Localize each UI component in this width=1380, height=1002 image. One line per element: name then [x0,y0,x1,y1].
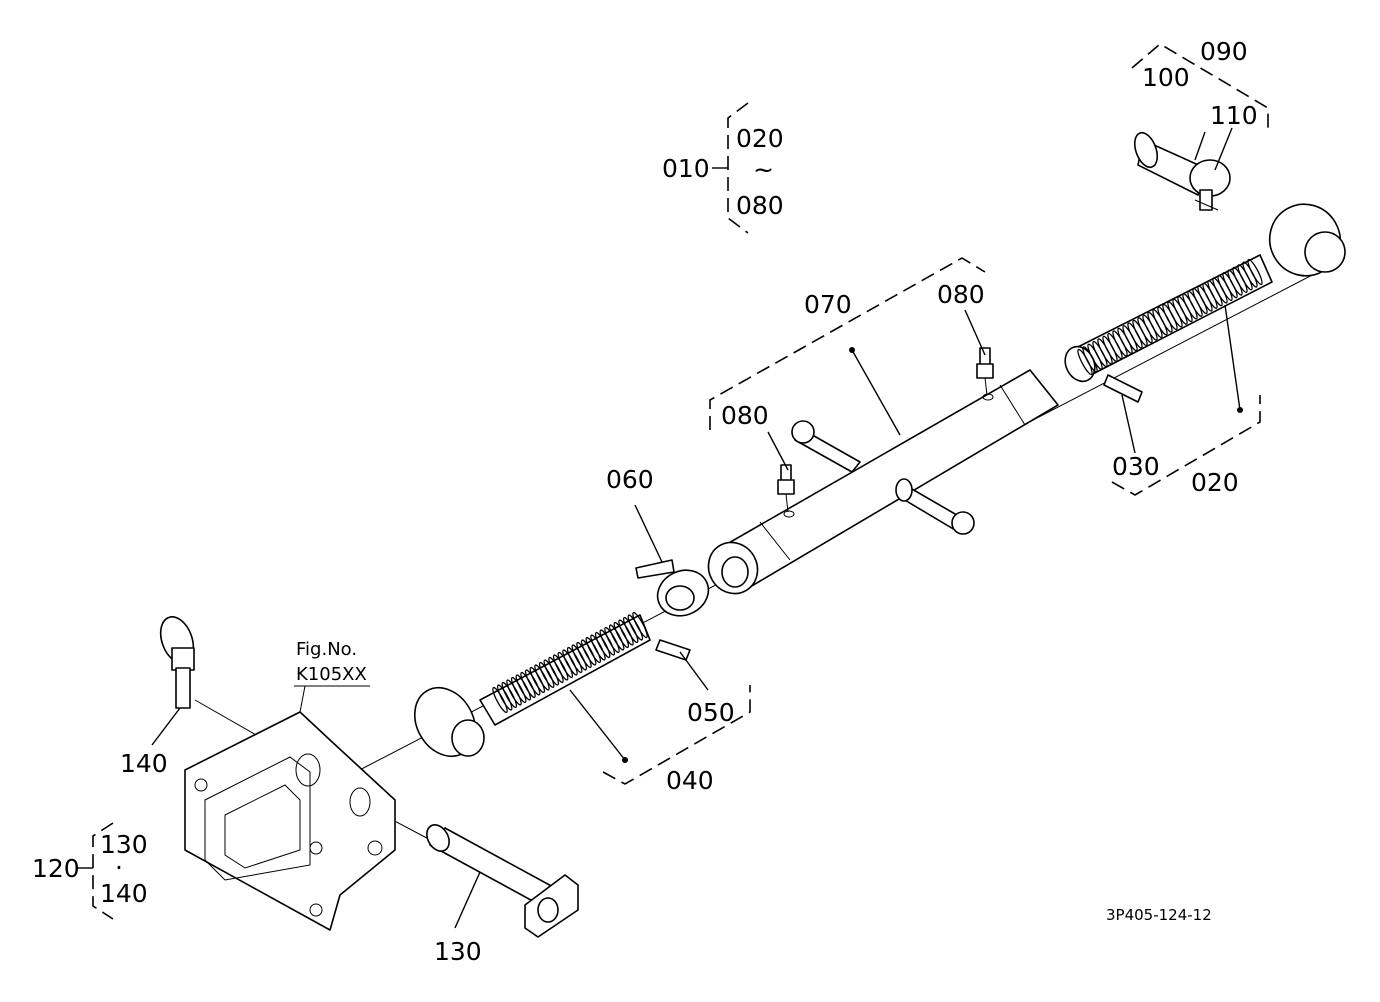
part-030-pin [1103,374,1143,403]
callout-090: 090 [1200,37,1248,66]
callout-030: 030 [1112,452,1160,481]
thread-ring [501,681,518,709]
figure-ref-number: K105XX [296,664,367,685]
callout-120: 120 [32,854,80,883]
callout-120-from: 130 [100,830,148,859]
callout-100: 100 [1142,63,1190,92]
part-040-threaded-end [414,611,651,757]
thread-ring [515,674,532,701]
callout-140: 140 [120,749,168,778]
thread-ring [492,686,508,714]
thread-ring [510,676,527,704]
callout-070: 070 [804,290,852,319]
thread-ring [538,661,555,689]
callout-120-group: 120 130 · 140 [32,830,148,908]
part-080-grease-nipple-b [976,347,994,401]
callout-060: 060 [606,465,654,494]
leader-lines [151,127,1243,929]
callout-010-group: 010 020 ~ 080 [662,124,784,220]
thread-ring [585,636,602,664]
callout-010: 010 [662,154,710,183]
callout-080-b: 080 [937,280,985,309]
thread-ring [622,616,639,644]
thread-ring [529,666,546,694]
part-140-ring-pin [159,616,301,761]
callout-080-a: 080 [721,401,769,430]
thread-ring [604,626,620,654]
part-050-pin [655,639,691,661]
thread-ring [543,659,560,686]
callout-010-to: 080 [736,191,784,220]
callout-010-from: 020 [736,124,784,153]
callout-040: 040 [666,766,714,795]
drawing-code: 3P405-124-12 [1106,906,1212,924]
thread-ring [571,644,588,671]
thread-ring [562,649,578,676]
group-020-bracket [1111,395,1261,496]
group-090-bracket [1131,43,1269,132]
part-060-nut [635,559,710,617]
figure-reference: Fig.No. K105XX [294,639,370,713]
part-110-clip [1189,159,1231,211]
thread-ring [548,656,564,684]
thread-ring [590,634,606,661]
part-130-l-pin [354,799,579,938]
thread-ring [552,654,569,681]
callout-120-to: 140 [100,879,148,908]
figure-ref-label: Fig.No. [296,639,357,660]
callout-120-dot: · [115,853,123,882]
thread-ring [618,619,634,646]
group-040-bracket [602,685,751,785]
callout-110: 110 [1210,101,1258,130]
thread-ring [496,684,513,711]
group-070-bracket [709,257,986,430]
thread-ring [524,669,541,696]
thread-ring [613,621,630,649]
thread-ring [632,611,648,639]
callout-130: 130 [434,937,482,966]
part-100-pin [1133,131,1206,196]
thread-ring [576,641,592,669]
thread-ring [608,624,625,651]
thread-ring [1247,258,1263,286]
thread-ring [580,639,597,666]
thread-ring [534,664,550,691]
callout-020: 020 [1191,468,1239,497]
group-120-bracket [78,822,114,920]
thread-ring [557,651,574,679]
hitch-bracket-reference [184,711,396,931]
thread-ring [506,679,522,706]
thread-ring [599,629,616,656]
group-010-bracket [712,102,749,234]
thread-ring [627,614,644,641]
part-020-threaded-end [1064,203,1346,383]
thread-ring [520,671,536,699]
thread-ring [566,646,583,674]
callout-010-tilde: ~ [753,155,774,184]
thread-ring [594,631,611,659]
part-070-tube [707,369,1059,595]
callout-050: 050 [687,698,735,727]
